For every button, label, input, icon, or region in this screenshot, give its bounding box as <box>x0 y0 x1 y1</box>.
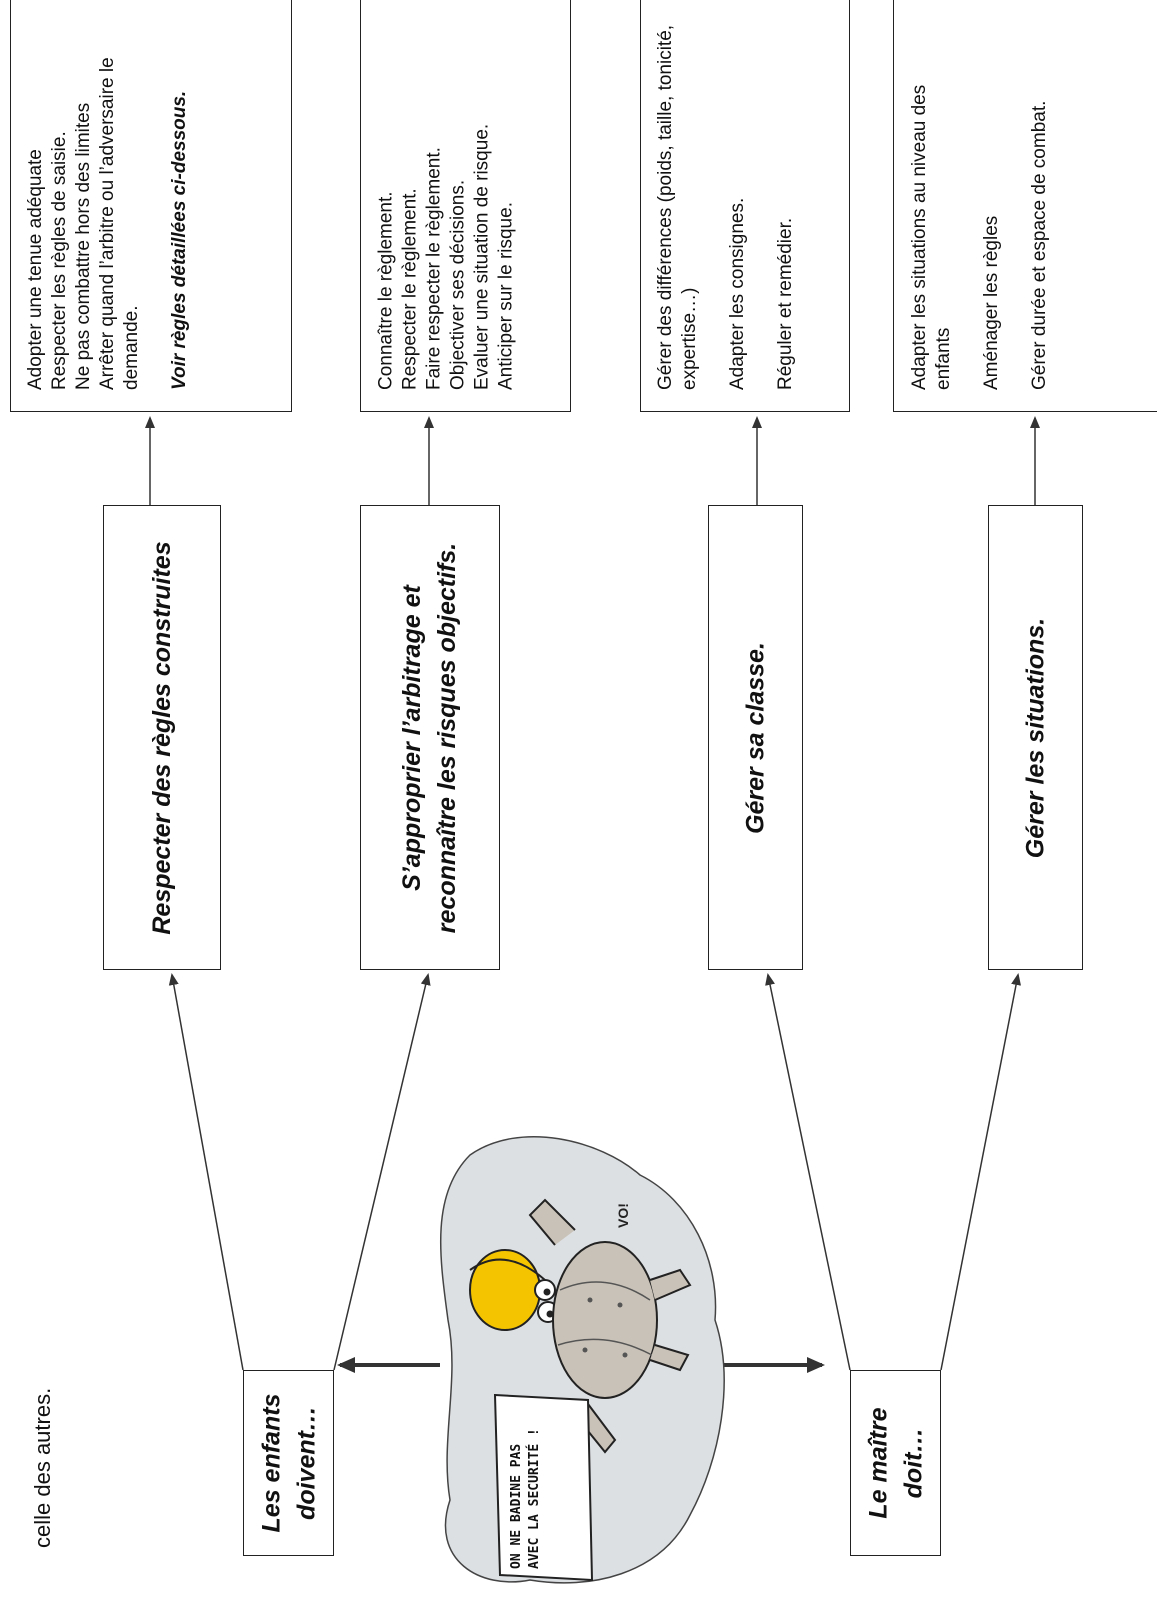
action-title-arbitrage: S’approprier l’arbitrage et reconnaître … <box>398 542 461 933</box>
detail-line: Connaître le règlement. <box>375 190 396 390</box>
action-title-situations: Gérer les situations. <box>1021 617 1049 858</box>
detail-line: Objectiver ses décisions. <box>447 179 468 390</box>
action-title-respecter: Respecter des règles construites <box>147 540 176 935</box>
detail-line: Respecter le règlement. <box>399 187 420 390</box>
connector-enfants-2 <box>333 973 431 1371</box>
sign-text-wrapper: ON NE BADINE PAS AVEC LA SECURITÉ ! <box>497 1397 590 1577</box>
detail-box-classe: Gérer des différences (poids, taille, to… <box>640 0 850 412</box>
connector-maitre-2 <box>940 973 1021 1371</box>
detail-line: Arrêter quand l’arbitre ou l’adversaire … <box>97 56 142 390</box>
subject-box-enfants: Les enfants doivent… <box>243 1370 334 1556</box>
detail-line: Réguler et remédier. <box>775 217 796 390</box>
action-box-respecter: Respecter des règles construites <box>103 505 221 970</box>
detail-line: Ne pas combattre hors des limites <box>73 102 94 390</box>
detail-box-situations: Adapter les situations au niveau des enf… <box>893 0 1157 412</box>
sign-text: ON NE BADINE PAS AVEC LA SECURITÉ ! <box>508 1428 542 1569</box>
detail-line: Respecter les règles de saisie. <box>49 130 70 390</box>
connector-maitre-1 <box>765 973 851 1371</box>
detail-line: Adapter les situations au niveau des enf… <box>908 84 954 390</box>
detail-line: Aménager les règles <box>980 215 1002 390</box>
detail-line: Evaluer une situation de risque. <box>471 123 492 390</box>
detail-line: Gérer durée et espace de combat. <box>1028 100 1050 390</box>
detail-note: Voir règles détaillées ci-dessous. <box>169 90 190 390</box>
action-box-classe: Gérer sa classe. <box>708 505 803 970</box>
detail-line: Faire respecter le règlement. <box>423 146 444 390</box>
detail-line: Adopter une tenue adéquate <box>25 148 46 390</box>
connector-enfants-1 <box>168 973 244 1371</box>
detail-box-respecter: Adopter une tenue adéquate Respecter les… <box>10 0 292 412</box>
subject-title-maitre: Le maître doit… <box>863 1407 927 1519</box>
detail-line: Adapter les consignes. <box>727 197 748 390</box>
action-box-arbitrage: S’approprier l’arbitrage et reconnaître … <box>360 505 500 970</box>
intro-fragment: celle des autres. <box>30 1387 55 1548</box>
detail-box-arbitrage: Connaître le règlement. Respecter le règ… <box>360 0 571 412</box>
subject-box-maitre: Le maître doit… <box>850 1370 941 1556</box>
detail-line: Anticiper sur le risque. <box>495 201 516 390</box>
action-title-classe: Gérer sa classe. <box>741 641 769 834</box>
action-box-situations: Gérer les situations. <box>988 505 1083 970</box>
subject-title-enfants: Les enfants doivent… <box>256 1393 320 1533</box>
detail-line: Gérer des différences (poids, taille, to… <box>655 24 700 390</box>
